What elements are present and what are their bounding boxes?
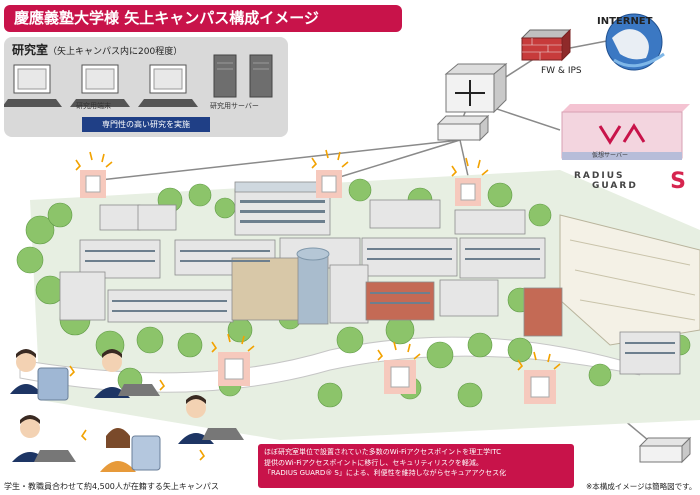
note-line-3: 「RADIUS GUARD® S」による、利便性を維持しながらセキュアアクセス化: [264, 469, 507, 477]
lab-title: 研究室（矢上キャンパス内に200程度）: [12, 41, 182, 58]
terminals-label: 研究用端末: [76, 102, 111, 110]
note-line-1: ほぼ研究室単位で設置されていた多数のWi-Fiアクセスポイントを理工学ITC: [264, 448, 501, 456]
globe-icon: [605, 13, 665, 71]
server-icon: [249, 54, 273, 98]
firewall-icon: [520, 28, 572, 62]
field-lines: [569, 239, 696, 321]
guard-word: GUARD: [592, 181, 638, 191]
radius-guard-logo: RADIUS GUARD S: [574, 169, 686, 194]
terminal-icon: [4, 64, 62, 107]
radius-word: RADIUS: [574, 171, 625, 181]
lab-banner: 専門性の高い研究を実施: [82, 117, 210, 132]
servers-label: 研究用サーバー: [210, 102, 259, 110]
access-point-icon: [218, 352, 250, 386]
note-line-2: 提供のWi-Fiアクセスポイントに移行し、セキュリティリスクを軽減。: [264, 458, 483, 467]
lab-title-text: 研究室: [12, 43, 49, 57]
lab-panel: 研究室（矢上キャンパス内に200程度） 研究用端: [4, 37, 288, 137]
person-icon: [10, 349, 69, 401]
tower-roof: [296, 247, 330, 261]
virtual-server-label: 仮想サーバー: [592, 152, 628, 159]
fw-ips-label: FW & IPS: [541, 66, 582, 76]
building-windows: [85, 200, 675, 354]
person-icon: [94, 349, 160, 398]
access-point-icon: [455, 178, 481, 206]
terminal-icon: [138, 64, 198, 107]
switch-icon: [638, 436, 692, 464]
wifi-signals: [69, 149, 561, 461]
person-icon: [100, 428, 161, 472]
simplified-diagram-note: ※本構成イメージは簡略図です。: [586, 482, 697, 491]
switch-icon: [436, 114, 490, 142]
router-icon: [444, 62, 508, 114]
radius-guard-wordmark: RADIUS GUARD: [574, 171, 686, 191]
server-icon: [213, 54, 237, 98]
person-icon: [178, 395, 244, 444]
radius-guard-s-letter: S: [670, 169, 686, 194]
access-points: [80, 170, 556, 404]
lab-subtitle: （矢上キャンパス内に200程度）: [48, 47, 183, 57]
access-point-icon: [524, 370, 556, 404]
people: [10, 349, 244, 472]
access-point-icon: [316, 170, 342, 198]
users-caption: 学生・教職員合わせて約4,500人が在籍する矢上キャンパス: [4, 482, 219, 491]
terminal-icon: [70, 64, 130, 107]
virtual-server-icon: [561, 104, 690, 160]
lab-equipment: [4, 54, 273, 107]
access-point-icon: [80, 170, 106, 198]
internet-label: INTERNET: [597, 16, 653, 27]
access-point-icon: [384, 360, 416, 394]
description-note: ほぼ研究室単位で設置されていた多数のWi-Fiアクセスポイントを理工学ITC 提…: [258, 444, 574, 488]
person-icon: [12, 415, 76, 462]
buildings: [59, 181, 681, 375]
page-title: 慶應義塾大学様 矢上キャンパス構成イメージ: [4, 5, 402, 32]
